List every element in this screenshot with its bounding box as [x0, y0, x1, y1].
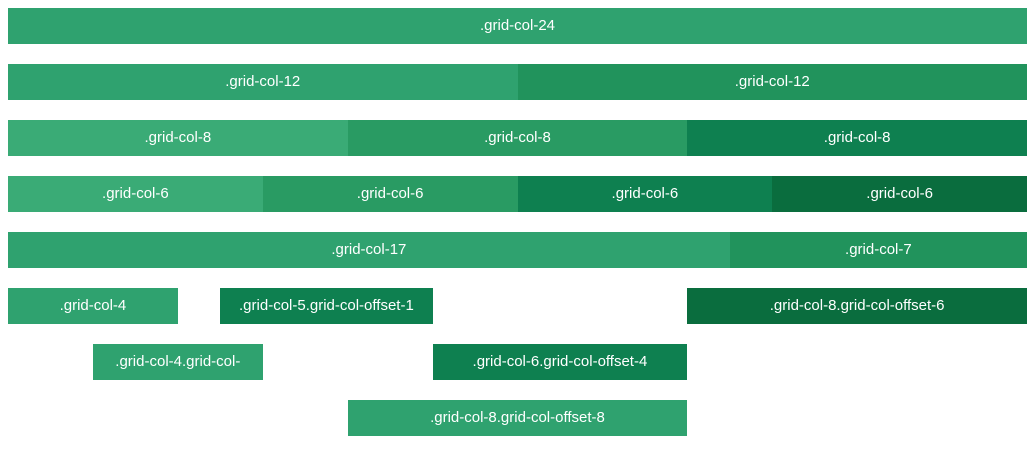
grid-col-block: .grid-col-12	[8, 64, 518, 100]
grid-col-label: .grid-col-5.grid-col-offset-1	[239, 297, 414, 314]
grid-row: .grid-col-4 .grid-col-5.grid-col-offset-1…	[8, 288, 1027, 324]
grid-row: .grid-col-8.grid-col-offset-8	[8, 400, 1027, 436]
grid-col-block: .grid-col-8	[347, 120, 688, 156]
grid-col-block: .grid-col-17	[8, 232, 730, 268]
grid-col-label: .grid-col-17	[331, 241, 407, 258]
grid-col-label: .grid-col-6.grid-col-offset-4	[472, 353, 648, 370]
grid-col-block: .grid-col-12	[517, 64, 1027, 100]
grid-col-label: .grid-col-8	[484, 129, 551, 146]
grid-row: .grid-col-8 .grid-col-8 .grid-col-8	[8, 120, 1027, 156]
page: { "page": { "background": "#ffffff", "te…	[8, 8, 1027, 436]
grid-col-block: .grid-col-6	[772, 176, 1027, 212]
grid-col-block: .grid-col-6	[8, 176, 263, 212]
grid-col-block: .grid-col-6	[517, 176, 773, 212]
grid-col-block: .grid-col-4	[8, 288, 178, 324]
grid-row: .grid-col-17 .grid-col-7	[8, 232, 1027, 268]
grid-col-label: .grid-col-8	[823, 129, 891, 146]
grid-col-block: .grid-col-4.grid-col-	[92, 344, 263, 380]
grid-col-label: .grid-col-6	[866, 185, 933, 202]
grid-col-label: .grid-col-7	[845, 241, 912, 258]
grid-col-label: .grid-col-8	[144, 129, 212, 146]
grid-col-label: .grid-col-4	[59, 297, 127, 314]
grid-row: .grid-col-12 .grid-col-12	[8, 64, 1027, 100]
grid-col-block: .grid-col-7	[729, 232, 1027, 268]
grid-col-block: .grid-col-6	[262, 176, 518, 212]
grid-col-label: .grid-col-6	[356, 185, 424, 202]
grid-rows: .grid-col-24.grid-col-12.grid-col-12.gri…	[8, 8, 1027, 436]
grid-row: .grid-col-24	[8, 8, 1027, 44]
grid-col-label: .grid-col-6	[102, 185, 169, 202]
grid-col-label: .grid-col-6	[611, 185, 679, 202]
grid-col-block: .grid-col-6.grid-col-offset-4	[432, 344, 688, 380]
grid-demo-page: .grid-col-24.grid-col-12.grid-col-12.gri…	[8, 8, 1027, 436]
grid-col-label: .grid-col-8.grid-col-offset-6	[769, 297, 945, 314]
grid-col-block: .grid-col-8.grid-col-offset-8	[347, 400, 688, 436]
grid-col-block: .grid-col-8	[8, 120, 348, 156]
grid-col-label: .grid-col-12	[734, 73, 810, 90]
grid-col-label: .grid-col-8.grid-col-offset-8	[430, 409, 605, 426]
grid-col-label: .grid-col-4.grid-col-	[115, 353, 241, 370]
grid-col-block: .grid-col-5.grid-col-offset-1	[220, 288, 433, 324]
grid-col-block: .grid-col-8	[687, 120, 1027, 156]
grid-col-block: .grid-col-8.grid-col-offset-6	[687, 288, 1027, 324]
grid-row: .grid-col-4.grid-col- .grid-col-6.grid-co…	[8, 344, 1027, 380]
grid-row: .grid-col-6 .grid-col-6 .grid-col-6 .grid-c…	[8, 176, 1027, 212]
grid-col-label: .grid-col-12	[225, 73, 301, 90]
grid-col-label: .grid-col-24	[479, 17, 556, 34]
grid-col-block: .grid-col-24	[8, 8, 1027, 44]
